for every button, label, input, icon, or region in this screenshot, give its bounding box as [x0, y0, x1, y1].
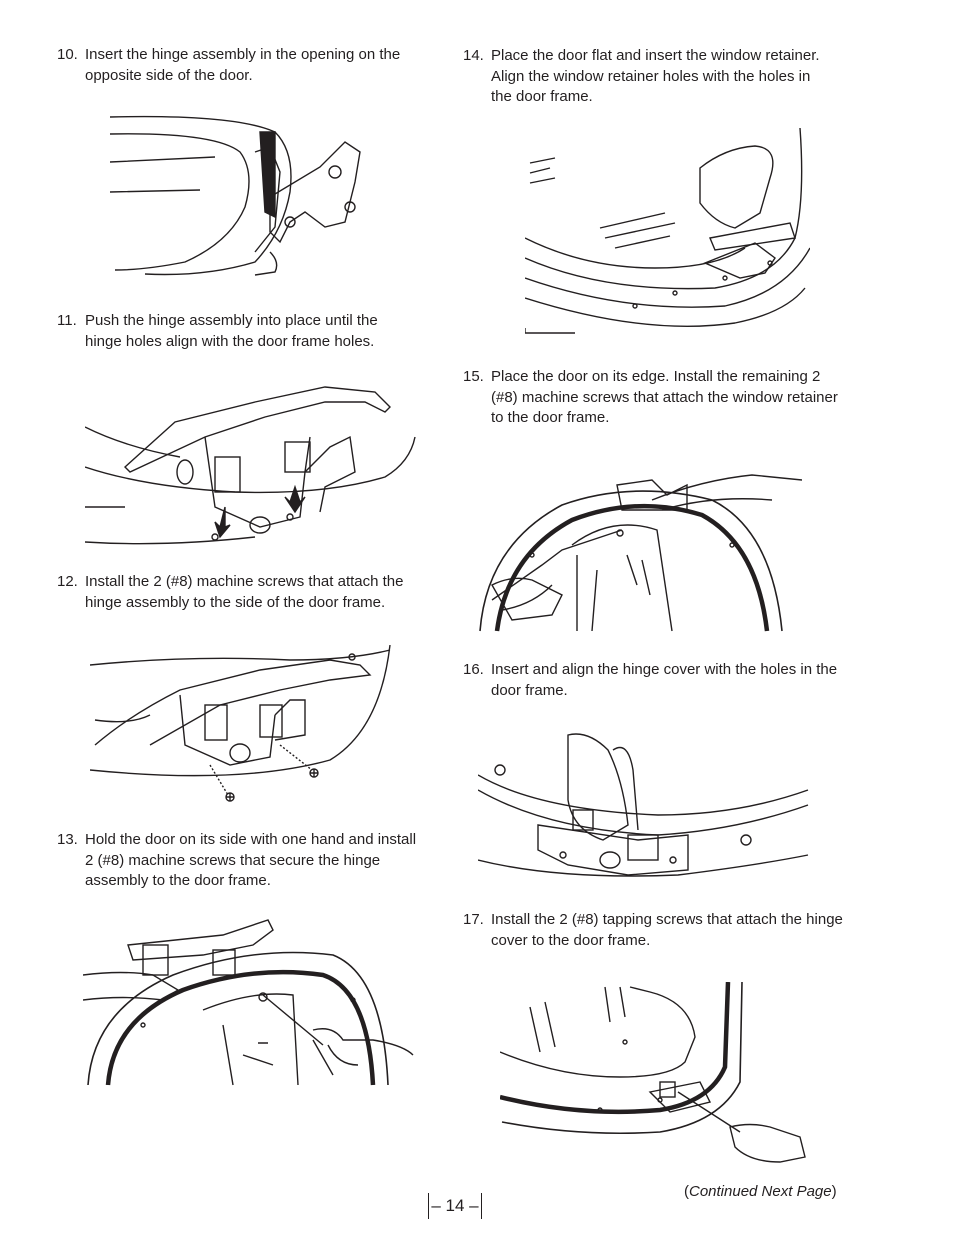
- step-text: Install the 2 (#8) machine screws that a…: [85, 573, 404, 611]
- continued-note: (Continued Next Page): [684, 1183, 837, 1200]
- step-17: 17. Install the 2 (#8) tapping screws th…: [463, 910, 843, 951]
- illustration-hinge-screws: [90, 645, 395, 810]
- step-16: 16. Insert and align the hinge cover wit…: [463, 660, 848, 701]
- step-number: 14.: [463, 47, 484, 64]
- illustration-door-edge-screws: [472, 455, 802, 633]
- illustration-window-retainer: [525, 128, 810, 336]
- step-11: 11. Push the hinge assembly into place u…: [57, 311, 417, 352]
- step-14: 14. Place the door flat and insert the w…: [463, 46, 828, 108]
- continued-close-paren: ): [831, 1183, 837, 1200]
- step-text: Insert the hinge assembly in the opening…: [85, 46, 401, 84]
- step-number: 13.: [57, 831, 78, 848]
- step-text: Hold the door on its side with one hand …: [85, 831, 417, 889]
- step-text: Place the door flat and insert the windo…: [491, 47, 820, 105]
- illustration-hinge-cover-screws: [500, 982, 810, 1164]
- illustration-door-side-screws: [83, 915, 415, 1087]
- step-number: 11.: [57, 312, 77, 329]
- step-10: 10. Insert the hinge assembly in the ope…: [57, 45, 437, 86]
- step-number: 16.: [463, 661, 484, 678]
- step-12: 12. Install the 2 (#8) machine screws th…: [57, 572, 442, 613]
- continued-open-paren: (: [684, 1183, 689, 1200]
- step-text: Place the door on its edge. Install the …: [491, 368, 838, 426]
- page-number: – 14 –: [428, 1193, 482, 1219]
- illustration-hinge-cover: [478, 730, 810, 885]
- step-number: 12.: [57, 573, 78, 590]
- step-number: 10.: [57, 46, 78, 63]
- step-number: 15.: [463, 368, 484, 385]
- step-text: Install the 2 (#8) tapping screws that a…: [491, 911, 843, 949]
- step-number: 17.: [463, 911, 484, 928]
- step-text: Push the hinge assembly into place until…: [85, 312, 378, 350]
- step-15: 15. Place the door on its edge. Install …: [463, 367, 843, 429]
- illustration-hinge-push: [85, 377, 420, 547]
- continued-text: Continued Next Page: [689, 1183, 832, 1200]
- illustration-hinge-insert: [105, 112, 375, 277]
- step-text: Insert and align the hinge cover with th…: [491, 661, 838, 699]
- step-13: 13. Hold the door on its side with one h…: [57, 830, 417, 892]
